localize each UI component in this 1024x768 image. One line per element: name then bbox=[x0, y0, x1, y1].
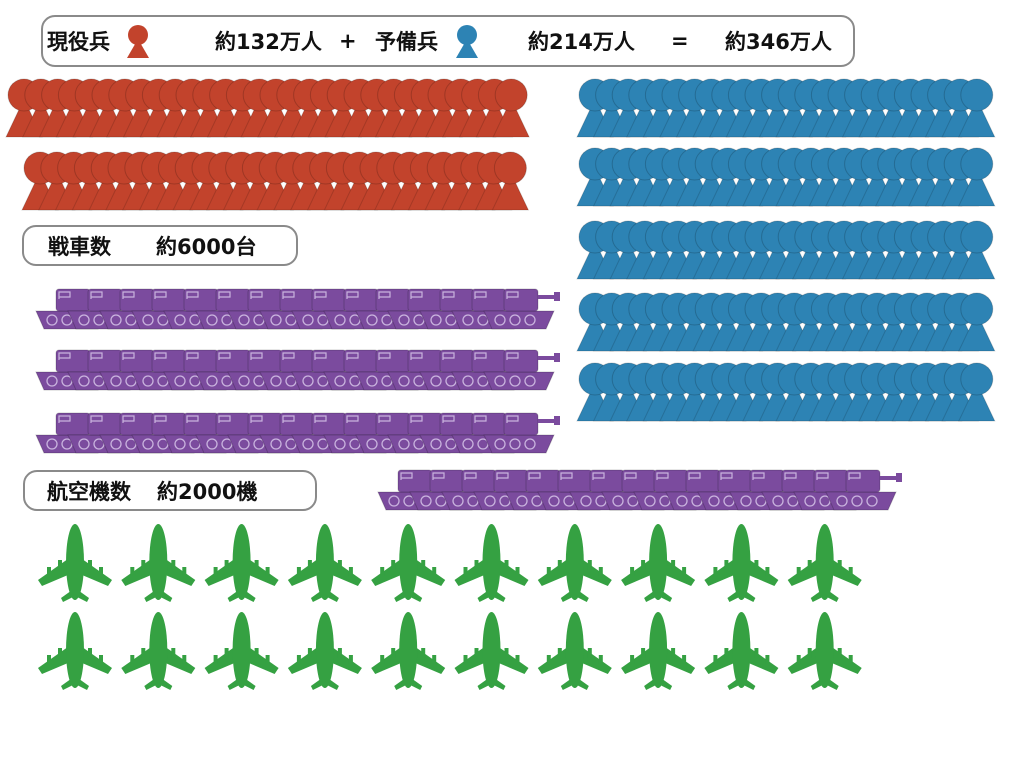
tank-icon bbox=[825, 469, 897, 511]
active-soldier-icon bbox=[127, 25, 149, 58]
active-soldier-row bbox=[21, 151, 530, 211]
tank-row bbox=[35, 349, 560, 391]
airplane-icon bbox=[371, 524, 446, 602]
airplane-icon bbox=[704, 524, 779, 602]
tank-label: 戦車数 bbox=[48, 234, 111, 259]
airplane-icon bbox=[454, 612, 529, 690]
tank-count: 約6000台 bbox=[156, 234, 257, 259]
aircraft-label: 航空機数 bbox=[47, 479, 131, 504]
tank-barrel bbox=[538, 419, 556, 423]
reserve-count: 約214万人 bbox=[528, 30, 635, 54]
soldier-icon bbox=[958, 78, 996, 138]
tank-count-bar: 戦車数 約6000台 bbox=[22, 225, 298, 266]
airplane-icon bbox=[787, 524, 862, 602]
soldier-icon bbox=[958, 362, 996, 422]
airplane-icon bbox=[287, 612, 362, 690]
reserve-soldier-row bbox=[576, 220, 996, 280]
equals-sign: = bbox=[671, 29, 689, 53]
airplane-icon bbox=[121, 524, 196, 602]
airplane-icon bbox=[204, 524, 279, 602]
tank-icon bbox=[483, 412, 555, 454]
airplane-icon bbox=[454, 524, 529, 602]
airplane-icon bbox=[621, 524, 696, 602]
tank-barrel bbox=[538, 295, 556, 299]
airplane-icon bbox=[621, 612, 696, 690]
airplane-icon bbox=[204, 612, 279, 690]
reserve-soldier-row bbox=[576, 78, 996, 138]
soldier-icon bbox=[958, 220, 996, 280]
active-soldier-row bbox=[5, 78, 530, 138]
airplane-icon bbox=[537, 612, 612, 690]
active-count: 約132万人 bbox=[215, 30, 322, 54]
airplane-icon bbox=[537, 524, 612, 602]
soldier-icon bbox=[492, 78, 530, 138]
total-count: 約346万人 bbox=[725, 30, 832, 54]
reserve-soldier-row bbox=[576, 362, 996, 422]
tank-row bbox=[377, 469, 902, 511]
reserve-label: 予備兵 bbox=[375, 30, 438, 54]
airplane-icon bbox=[787, 612, 862, 690]
tank-muzzle bbox=[554, 292, 560, 301]
soldier-icon bbox=[958, 292, 996, 352]
tank-muzzle bbox=[896, 473, 902, 482]
soldier-icon bbox=[958, 147, 996, 207]
reserve-soldier-row bbox=[576, 147, 996, 207]
aircraft-count: 約2000機 bbox=[157, 479, 258, 504]
plus-sign: + bbox=[339, 29, 357, 53]
tank-icon bbox=[483, 349, 555, 391]
tank-row bbox=[35, 412, 560, 454]
soldier-icon bbox=[491, 151, 530, 211]
airplane-icon bbox=[371, 612, 446, 690]
airplane-icon bbox=[38, 612, 112, 690]
airplane-icon bbox=[287, 524, 362, 602]
airplane-icon bbox=[704, 612, 779, 690]
tank-row bbox=[35, 288, 560, 330]
airplane-icon bbox=[121, 612, 196, 690]
troop-summary-bar: 現役兵 約132万人 + 予備兵 約214万人 = 約346万人 bbox=[41, 15, 855, 67]
tank-icon bbox=[483, 288, 555, 330]
tank-barrel bbox=[538, 356, 556, 360]
tank-muzzle bbox=[554, 416, 560, 425]
reserve-soldier-icon bbox=[456, 25, 478, 58]
aircraft-count-bar: 航空機数 約2000機 bbox=[23, 470, 317, 511]
tank-muzzle bbox=[554, 353, 560, 362]
reserve-soldier-row bbox=[576, 292, 996, 352]
tank-barrel bbox=[880, 476, 898, 480]
airplane-icon bbox=[38, 524, 112, 602]
active-label: 現役兵 bbox=[47, 30, 110, 54]
